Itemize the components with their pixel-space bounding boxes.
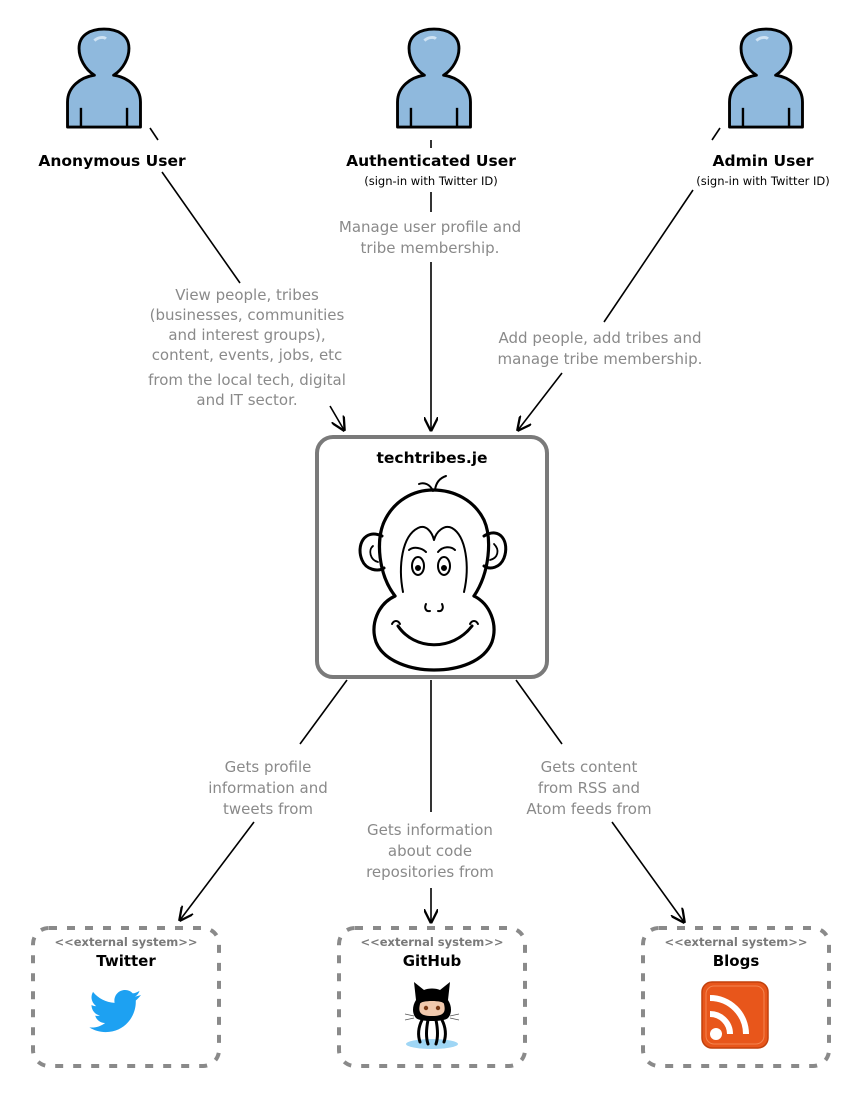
github-octocat-icon <box>404 982 460 1049</box>
relationship-label-line: Manage user profile and <box>339 218 521 236</box>
person-icon <box>396 27 472 129</box>
person-icon <box>728 27 804 129</box>
connector-admin <box>518 127 721 430</box>
relationship-label-line: tribe membership. <box>361 239 500 257</box>
label-blogs: Gets content from RSS and Atom feeds fro… <box>526 758 651 818</box>
actor-anonymous-user: Anonymous User <box>38 27 186 170</box>
relationship-label-line: and IT sector. <box>196 391 297 409</box>
system-box <box>315 435 549 679</box>
external-system-github: <<external system>> GitHub <box>337 926 527 1068</box>
relationship-label-line: Add people, add tribes and <box>499 329 702 347</box>
relationship-label-line: tweets from <box>223 800 313 818</box>
actor-subtitle: (sign-in with Twitter ID) <box>364 174 498 188</box>
relationship-label-line: from RSS and <box>538 779 640 797</box>
twitter-bird-icon <box>89 989 141 1033</box>
actor-name: Anonymous User <box>38 152 186 170</box>
relationship-label-line: Atom feeds from <box>526 800 651 818</box>
system-techtribes: techtribes.je <box>315 435 549 679</box>
monkey-logo-icon <box>358 475 508 672</box>
stereotype-label: <<external system>> <box>360 935 503 949</box>
relationship-label-line: from the local tech, digital <box>148 371 346 389</box>
rss-feed-icon <box>701 981 769 1049</box>
connector-blogs <box>515 679 684 922</box>
external-system-name: Blogs <box>713 952 760 970</box>
system-title: techtribes.je <box>376 449 487 467</box>
external-system-name: GitHub <box>403 952 462 970</box>
stereotype-label: <<external system>> <box>54 935 197 949</box>
actor-subtitle: (sign-in with Twitter ID) <box>696 174 830 188</box>
relationship-label-line: about code <box>388 842 472 860</box>
stereotype-label: <<external system>> <box>664 935 807 949</box>
external-system-blogs: <<external system>> Blogs <box>641 926 831 1068</box>
label-anonymous: View people, tribes (businesses, communi… <box>148 286 346 409</box>
connector-twitter <box>180 679 348 920</box>
actor-admin-user: Admin User (sign-in with Twitter ID) <box>696 27 830 188</box>
relationship-label-line: (businesses, communities <box>150 306 345 324</box>
relationship-label-line: and interest groups), <box>168 326 325 344</box>
label-admin: Add people, add tribes and manage tribe … <box>498 329 703 368</box>
actor-name: Authenticated User <box>346 152 516 170</box>
relationship-label-line: Gets content <box>541 758 638 776</box>
relationship-label-line: View people, tribes <box>175 286 319 304</box>
person-icon <box>66 27 142 129</box>
label-twitter: Gets profile information and tweets from <box>208 758 328 818</box>
actor-name: Admin User <box>713 152 814 170</box>
external-system-twitter: <<external system>> Twitter <box>31 926 221 1068</box>
relationship-label-line: content, events, jobs, etc <box>152 346 343 364</box>
actor-authenticated-user: Authenticated User (sign-in with Twitter… <box>346 27 516 188</box>
relationship-label-line: repositories from <box>366 863 494 881</box>
relationship-label-line: Gets information <box>367 821 493 839</box>
label-authenticated: Manage user profile and tribe membership… <box>339 218 521 257</box>
relationship-label-line: information and <box>208 779 328 797</box>
label-github: Gets information about code repositories… <box>366 821 494 881</box>
relationship-label-line: manage tribe membership. <box>498 350 703 368</box>
relationship-label-line: Gets profile <box>225 758 312 776</box>
connector-anonymous <box>149 127 344 430</box>
external-system-name: Twitter <box>96 952 156 970</box>
